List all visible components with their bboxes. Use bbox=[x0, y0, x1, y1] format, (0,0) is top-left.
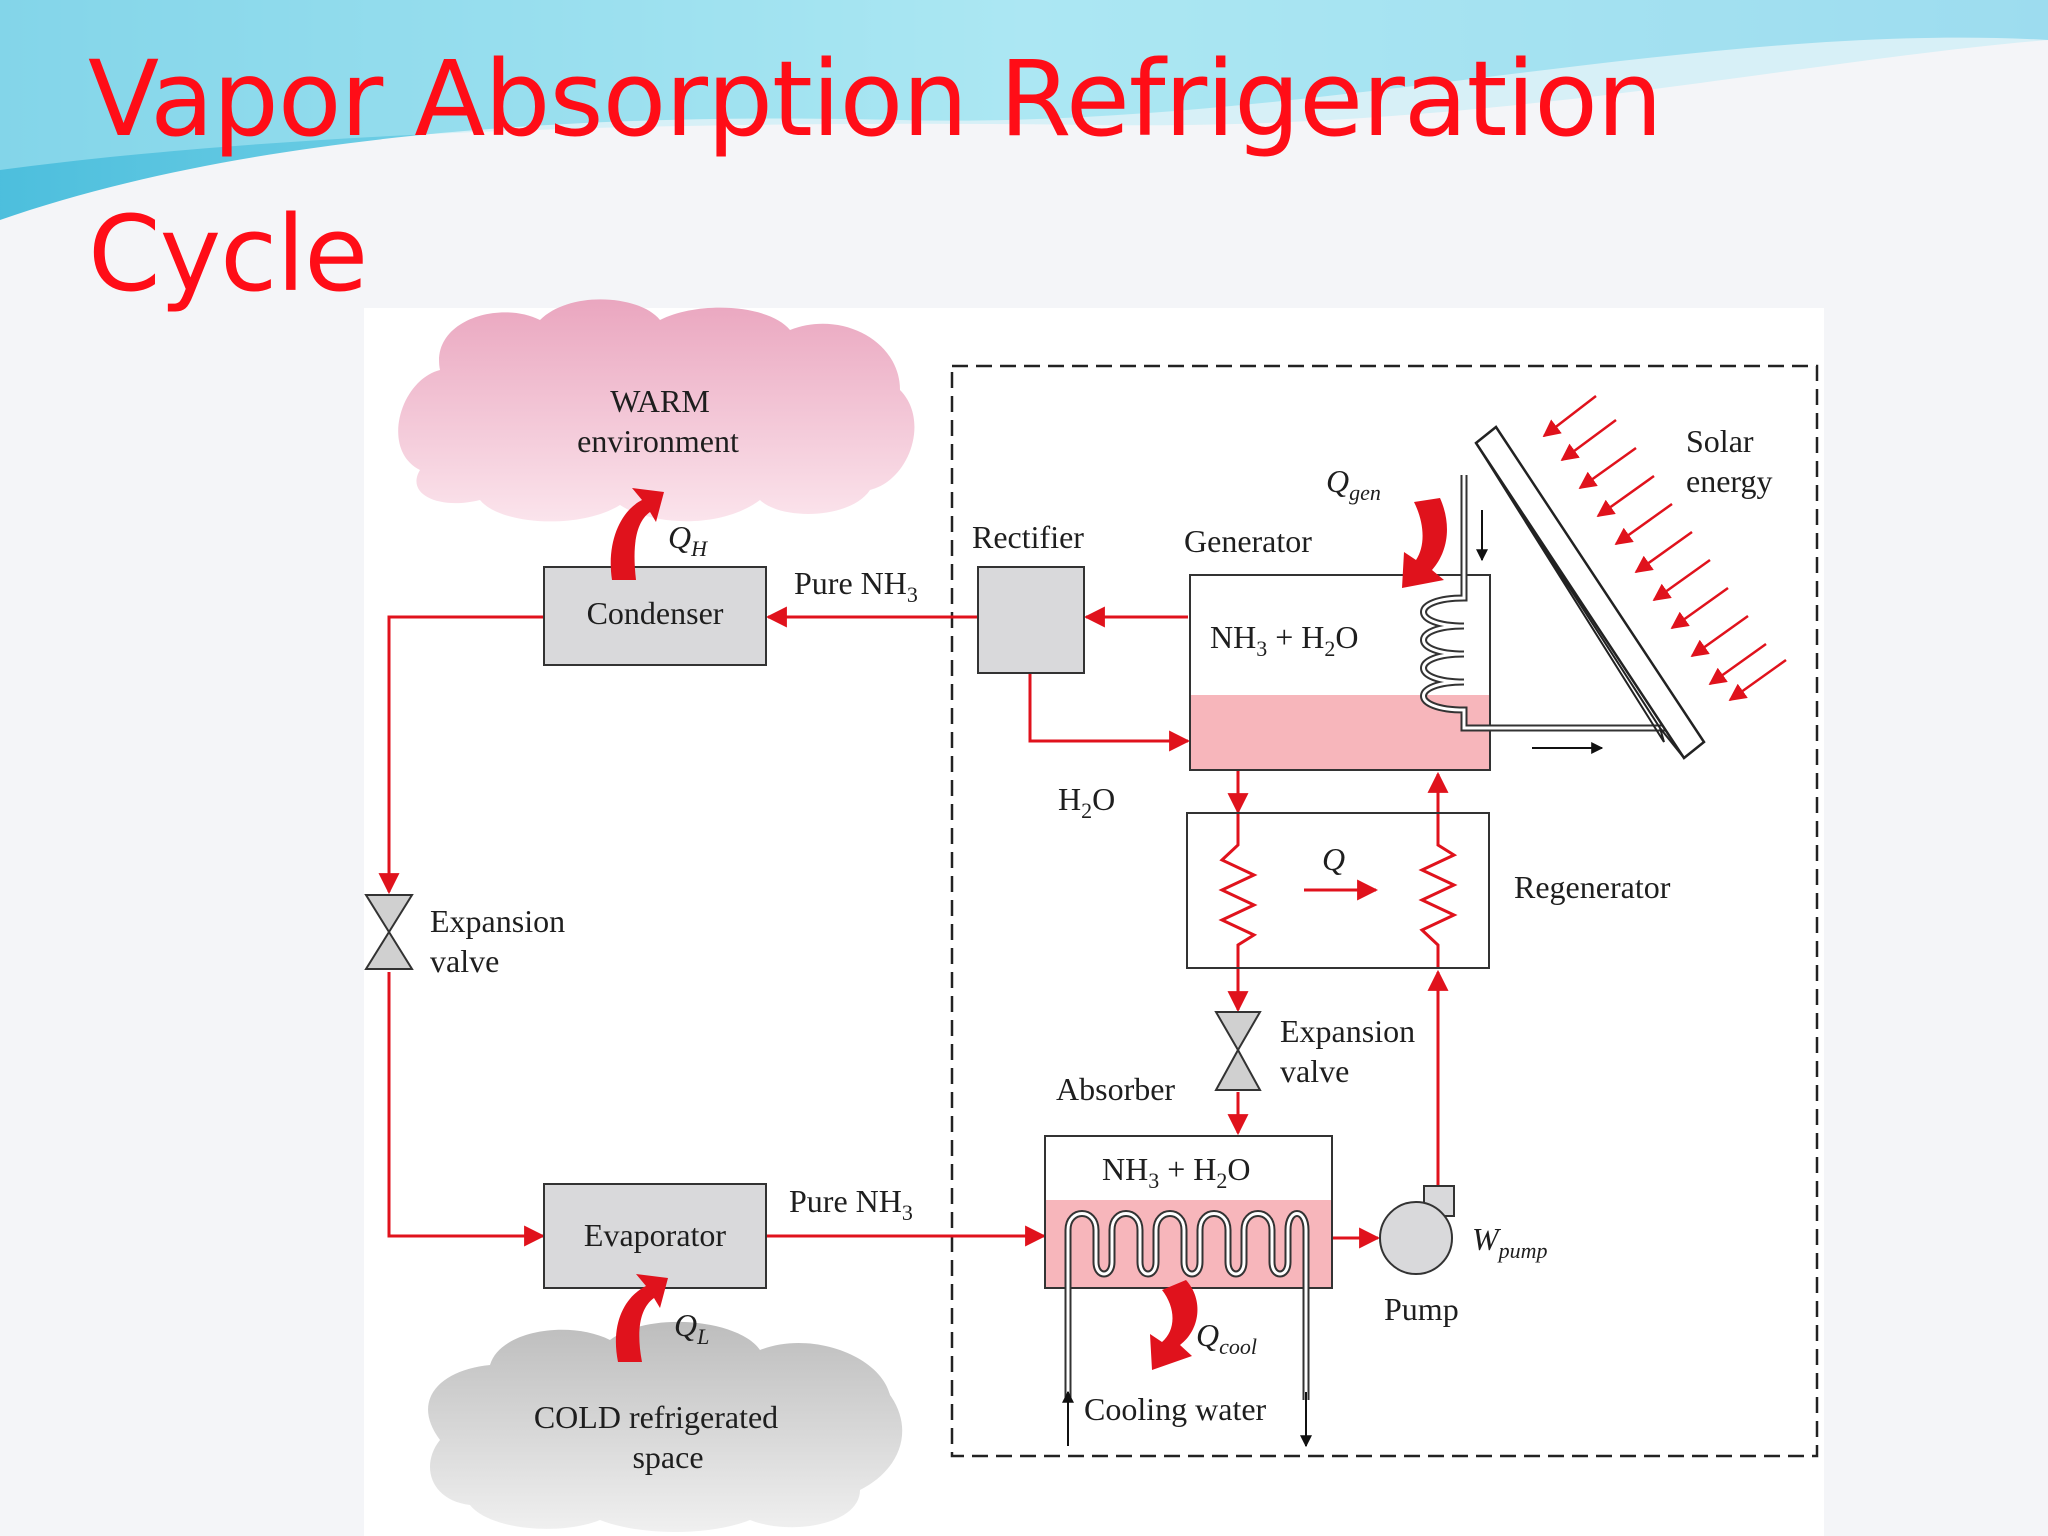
solar-label-1: Solar bbox=[1686, 423, 1754, 459]
qh-heat-arrow bbox=[610, 488, 664, 580]
evaporator-box bbox=[543, 1183, 767, 1289]
solar-collector bbox=[1474, 425, 1706, 760]
expansion-valve-right-label-1: Expansion bbox=[1280, 1013, 1415, 1049]
warm-label-1: WARM bbox=[610, 383, 710, 419]
pump bbox=[1379, 1185, 1455, 1275]
expansion-valve-right-label-2: valve bbox=[1280, 1053, 1349, 1089]
generator bbox=[1189, 475, 1676, 771]
cooling-water-label: Cooling water bbox=[1084, 1391, 1267, 1427]
cold-space-cloud: COLD refrigerated space bbox=[428, 1321, 903, 1532]
solar-rays bbox=[1542, 395, 1787, 702]
regenerator-box bbox=[1186, 812, 1490, 969]
absorber bbox=[1044, 1135, 1333, 1400]
qcool-heat-arrow bbox=[1150, 1280, 1198, 1370]
qh-label: QH bbox=[668, 519, 708, 561]
title-line-1: Vapor Absorption Refrigeration bbox=[88, 38, 1663, 160]
solar-label-2: energy bbox=[1686, 463, 1772, 499]
wpump-label: Wpump bbox=[1472, 1221, 1548, 1263]
qcool-label: Qcool bbox=[1196, 1317, 1257, 1359]
expansion-valve-left bbox=[364, 894, 414, 970]
qgen-label: Qgen bbox=[1326, 463, 1381, 505]
system-boundary bbox=[950, 364, 1819, 1458]
generator-mix-label: NH3 + H2O bbox=[1210, 619, 1358, 661]
h2o-label: H2O bbox=[1058, 781, 1115, 823]
flow-lines bbox=[378, 606, 1458, 1249]
slide-title: Vapor Absorption Refrigeration Cycle bbox=[88, 22, 1663, 332]
ql-heat-arrow bbox=[615, 1274, 668, 1362]
warm-environment-cloud: WARM environment bbox=[398, 299, 915, 522]
cold-label-2: space bbox=[632, 1439, 703, 1475]
expansion-valve-right bbox=[1214, 1011, 1262, 1091]
ql-label: QL bbox=[674, 1307, 709, 1349]
absorber-label: Absorber bbox=[1056, 1071, 1175, 1107]
condenser-label: Condenser bbox=[587, 595, 724, 631]
regenerator-label: Regenerator bbox=[1514, 869, 1671, 905]
regenerator-q-label: Q bbox=[1322, 841, 1345, 877]
evaporator-label: Evaporator bbox=[584, 1217, 727, 1253]
generator-box bbox=[1189, 574, 1491, 771]
qgen-heat-arrow bbox=[1402, 498, 1447, 588]
absorber-mix-label: NH3 + H2O bbox=[1102, 1151, 1250, 1193]
cold-label-1: COLD refrigerated bbox=[534, 1399, 778, 1435]
pure-nh3-bottom-label: Pure NH3 bbox=[789, 1183, 913, 1225]
title-line-2: Cycle bbox=[88, 193, 368, 315]
warm-label-2: environment bbox=[577, 423, 739, 459]
pump-label: Pump bbox=[1384, 1291, 1459, 1327]
pure-nh3-top-label: Pure NH3 bbox=[794, 565, 918, 607]
rectifier-label: Rectifier bbox=[972, 519, 1084, 555]
rectifier-box bbox=[977, 566, 1085, 674]
expansion-valve-left-label-1: Expansion bbox=[430, 903, 565, 939]
expansion-valve-left-label-2: valve bbox=[430, 943, 499, 979]
generator-label: Generator bbox=[1184, 523, 1312, 559]
diagram-panel bbox=[364, 308, 1824, 1536]
condenser-box bbox=[543, 566, 767, 666]
